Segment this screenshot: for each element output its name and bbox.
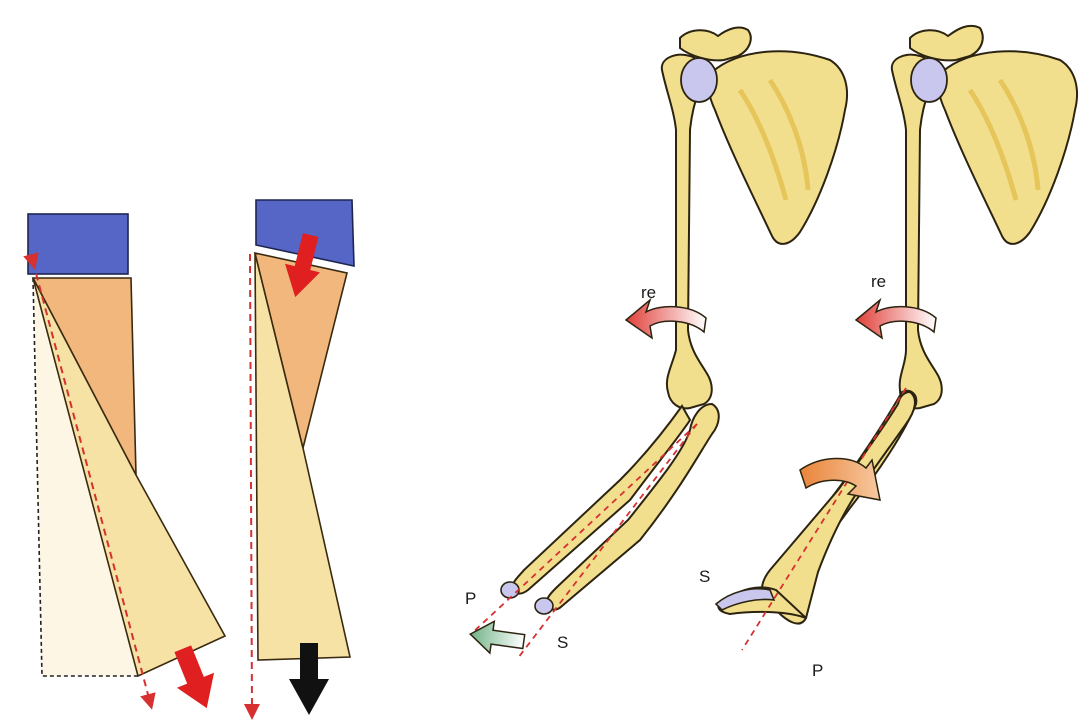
dashed-axis-line xyxy=(250,254,252,712)
dashed-axis-line xyxy=(470,424,697,635)
radius-label: P xyxy=(465,589,476,608)
pronation-arrow-icon xyxy=(468,618,526,657)
ulna-label: S xyxy=(699,567,710,586)
humerus xyxy=(892,55,947,409)
humerus xyxy=(662,55,717,409)
shoulder-joint-cartilage xyxy=(681,58,717,102)
rotation-label: re xyxy=(641,283,656,302)
rotation-label: re xyxy=(871,272,886,291)
forearm-bones xyxy=(470,404,719,658)
wedge-model-b xyxy=(250,200,354,715)
radius-label: P xyxy=(812,661,823,680)
wedge-model-a xyxy=(28,214,225,716)
radius-bone xyxy=(762,392,915,624)
ulna-label: S xyxy=(557,633,568,652)
rotation-arrow-icon xyxy=(626,300,706,338)
radius-head-cartilage xyxy=(501,582,519,598)
ulna-bone xyxy=(546,404,719,610)
shoulder-joint-cartilage xyxy=(911,58,947,102)
blue-block xyxy=(28,214,128,274)
forearm-bones xyxy=(716,388,916,650)
ulna-head-cartilage xyxy=(535,598,553,614)
rotation-arrow-icon xyxy=(856,300,936,338)
dashed-axis-line xyxy=(518,424,697,658)
